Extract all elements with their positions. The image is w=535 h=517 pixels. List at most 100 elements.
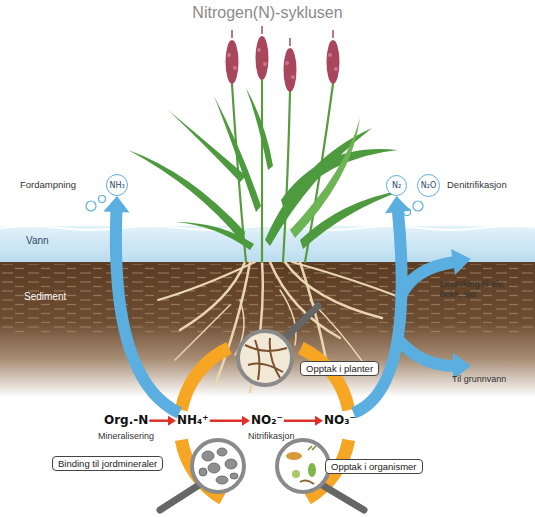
arrow-line [284, 419, 316, 422]
sediment-band [0, 262, 535, 397]
bubble [99, 196, 106, 203]
organism [300, 480, 314, 484]
stone [202, 451, 214, 461]
diagram-title: Nitrogen(N)-syklusen [0, 4, 535, 22]
text-label: Fordampning [20, 180, 76, 191]
node-text: N₂ [392, 181, 401, 190]
magnifier-handle [322, 485, 364, 510]
magnifier-handle [160, 485, 199, 510]
plume [256, 36, 269, 80]
gas-bubble: N₂O [417, 174, 440, 197]
node-text: NO₃⁻ [324, 413, 356, 427]
magnifier-lens [192, 440, 244, 492]
gas-bubble: NH₃ [106, 174, 128, 196]
sediment-texture [0, 264, 535, 334]
stone [217, 448, 227, 456]
text-label: Vann [26, 235, 49, 247]
node-text: NH₄⁺ [177, 413, 209, 427]
dot [328, 53, 332, 57]
node-text: N₂O [421, 181, 437, 190]
compound: NO₂⁻ [250, 413, 284, 427]
bubble [413, 201, 423, 211]
plume [284, 48, 297, 92]
dot [291, 75, 295, 79]
magnifier-organisms [277, 440, 364, 510]
dot [257, 48, 261, 52]
compound: NH₄⁺ [176, 413, 210, 427]
flow-arrow [284, 416, 323, 426]
node-text: Binding til jordmineraler [58, 458, 157, 469]
leaf [300, 190, 404, 249]
organism [308, 463, 316, 477]
flow-arrow [353, 196, 411, 413]
text-label: Utvasking til elv, bekk, sjø [440, 279, 522, 300]
leaf [168, 110, 246, 182]
node-text: Org.-N [104, 413, 148, 427]
stone [208, 463, 220, 473]
node-text: Opptak i organismer [331, 461, 417, 472]
magnifier-handle [284, 306, 318, 339]
node-text: NO₂⁻ [251, 413, 283, 427]
leaf [281, 149, 398, 210]
dot [285, 61, 289, 65]
plume-tip [232, 26, 333, 46]
arrow-head [315, 416, 323, 426]
callout-box: Binding til jordmineraler [52, 456, 163, 471]
arrow-head [103, 196, 129, 212]
arrow-head [451, 249, 471, 275]
stone [225, 459, 237, 469]
root [292, 262, 402, 298]
leaf [246, 88, 273, 170]
callout-box: Opptak i planter [300, 361, 379, 376]
magnifier-lens [238, 331, 292, 385]
flow-arrow [210, 416, 250, 426]
bubble [86, 201, 96, 211]
callout-box: Opptak i organismer [325, 459, 423, 474]
plumes [226, 26, 340, 92]
dot [263, 62, 267, 66]
flow-arrow [103, 196, 179, 413]
root [285, 262, 382, 318]
stem [261, 80, 263, 262]
dot [227, 53, 231, 57]
ring-arc [301, 348, 349, 410]
dot [233, 66, 237, 70]
small-bubbles [86, 196, 423, 216]
stone [199, 468, 207, 476]
magnifier-lens [277, 440, 329, 492]
compound: NO₃⁻ [323, 413, 357, 427]
flow-arrow [149, 416, 176, 426]
root [158, 262, 255, 300]
stem [283, 92, 290, 262]
leaves [128, 88, 404, 250]
text-label: Nitrifikasjon [248, 431, 295, 441]
compound: Org.-N [103, 413, 149, 427]
stone [216, 476, 228, 484]
water-surface [0, 226, 535, 230]
arrow-head [242, 416, 250, 426]
text-label: Sediment [24, 291, 66, 303]
plume [226, 40, 239, 84]
plume-dots [227, 48, 338, 79]
arrow-line [116, 211, 179, 413]
groundwater-arrow [397, 338, 455, 366]
ring-arc [181, 348, 229, 410]
lens-roots [245, 338, 287, 380]
leaf [214, 96, 261, 212]
leaf [290, 118, 360, 238]
arrow-line [353, 211, 401, 413]
arrow-line [149, 419, 169, 422]
gas-bubble: N₂ [386, 175, 407, 196]
stone [230, 473, 238, 479]
text-label: Til grunnvann [452, 374, 506, 384]
node-text: NH₃ [109, 181, 124, 190]
leaf [175, 222, 254, 250]
magnifier-minerals [160, 440, 244, 510]
organism [286, 452, 302, 460]
dot [334, 67, 338, 71]
root [180, 262, 245, 330]
lens-stones [199, 448, 238, 484]
arrow-line [210, 419, 243, 422]
